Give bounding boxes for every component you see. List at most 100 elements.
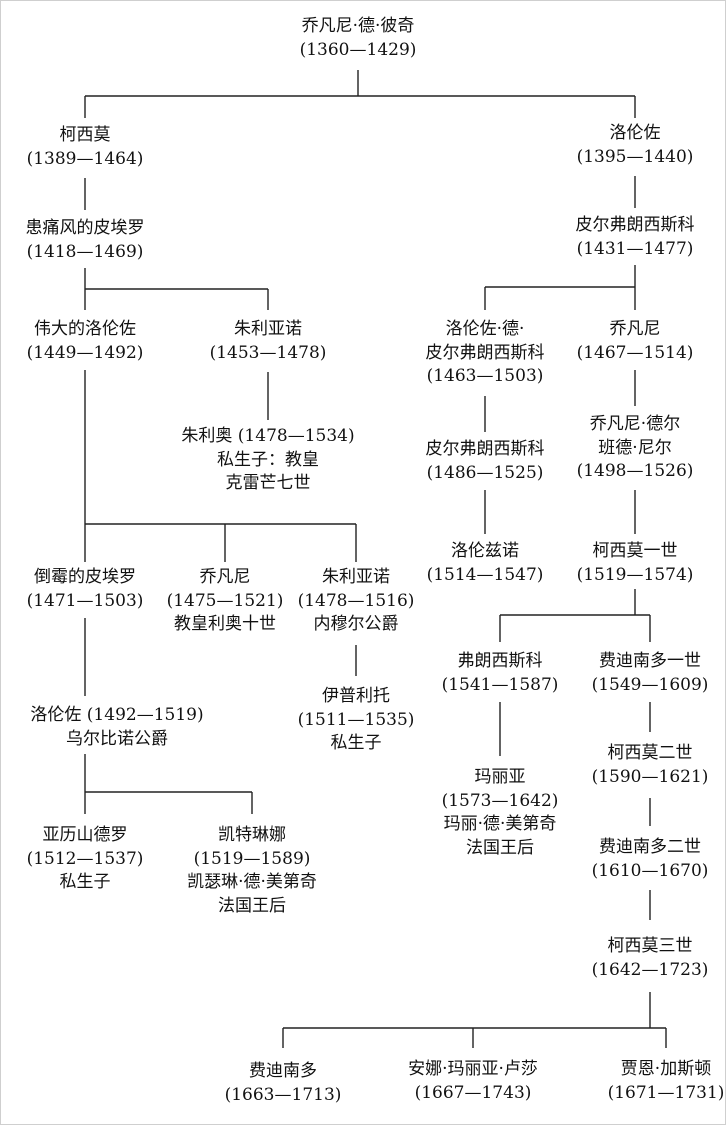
node-francesco: 弗朗西斯科 (1541—1587) (442, 650, 559, 697)
node-name: 安娜·玛丽亚·卢莎 (408, 1059, 538, 1079)
node-lorenzo-urbino: 洛伦佐 (1492—1519) 乌尔比诺公爵 (30, 704, 203, 751)
node-years: (1549—1609) (591, 674, 709, 695)
node-piero-unfortunate: 倒霉的皮埃罗 (1471—1503) (27, 566, 144, 613)
node-note: 克雷芒七世 (225, 473, 311, 493)
node-caterina: 凯特琳娜 (1519—1589) 凯瑟琳·德·美第奇 法国王后 (187, 824, 317, 918)
node-years: (1642—1723) (591, 959, 709, 980)
node-giuliano-1453: 朱利亚诺 (1453—1478) (210, 318, 327, 365)
node-name: 皮尔弗朗西斯科 (425, 342, 545, 363)
node-years: (1471—1503) (26, 590, 144, 611)
node-alessandro: 亚历山德罗 (1512—1537) 私生子 (27, 824, 144, 895)
node-name: 朱利亚诺 (321, 567, 390, 587)
node-years: (1519—1589) (193, 848, 311, 869)
node-cosimo-ii: 柯西莫二世 (1590—1621) (592, 742, 709, 789)
node-lorenzo-magnificent: 伟大的洛伦佐 (1449—1492) (27, 318, 144, 365)
node-name: 朱利奥 (1478—1534) (181, 426, 355, 446)
node-anna-maria-luisa: 安娜·玛丽亚·卢莎 (1667—1743) (408, 1058, 538, 1105)
node-name: 朱利亚诺 (233, 319, 302, 339)
node-years: (1475—1521) (166, 590, 284, 611)
node-years: (1431—1477) (576, 238, 694, 259)
node-name: 班德·尼尔 (598, 437, 672, 458)
node-name: 洛伦佐 (609, 123, 661, 143)
node-note: 乌尔比诺公爵 (65, 728, 168, 749)
node-years: (1519—1574) (576, 564, 694, 585)
node-lorenzino: 洛伦兹诺 (1514—1547) (427, 540, 544, 587)
node-name: 费迪南多一世 (598, 651, 701, 671)
node-note: 私生子 (330, 733, 382, 753)
node-name: 乔凡尼·德尔 (589, 414, 681, 434)
node-name: 费迪南多 (248, 1061, 317, 1081)
node-years: (1486—1525) (426, 462, 544, 483)
node-name: 柯西莫三世 (607, 936, 693, 956)
node-years: (1418—1469) (26, 241, 144, 262)
node-note: 凯瑟琳·德·美第奇 (187, 872, 317, 892)
node-years: (1360—1429) (299, 39, 417, 60)
node-years: (1498—1526) (576, 461, 694, 481)
node-name: 柯西莫二世 (607, 743, 693, 763)
node-years: (1453—1478) (209, 342, 327, 363)
node-note: 教皇利奥十世 (173, 614, 276, 634)
node-name: 弗朗西斯科 (457, 651, 543, 671)
node-name: 贾恩·加斯顿 (620, 1059, 712, 1079)
node-name: 皮尔弗朗西斯科 (425, 439, 545, 459)
node-maria: 玛丽亚 (1573—1642) 玛丽·德·美第奇 法国王后 (442, 766, 559, 860)
node-name: 乔凡尼 (609, 319, 661, 339)
node-years: (1667—1743) (414, 1082, 532, 1103)
node-name: 柯西莫一世 (592, 541, 678, 561)
node-years: (1671—1731) (607, 1082, 725, 1103)
node-cosimo-i: 柯西莫一世 (1519—1574) (577, 540, 694, 587)
node-name: 伟大的洛伦佐 (33, 319, 136, 339)
node-name: 伊普利托 (321, 686, 390, 706)
node-note: 玛丽·德·美第奇 (443, 814, 557, 834)
node-note: 法国王后 (465, 837, 534, 858)
node-name: 皮尔弗朗西斯科 (575, 215, 695, 235)
node-years: (1463—1503) (426, 366, 544, 386)
node-pierfrancesco-1486: 皮尔弗朗西斯科 (1486—1525) (426, 438, 545, 485)
node-note: 内穆尔公爵 (313, 614, 399, 634)
node-name: 凯特琳娜 (218, 825, 286, 845)
node-years: (1389—1464) (26, 148, 144, 169)
node-years: (1512—1537) (26, 848, 144, 869)
node-ferdinando-i: 费迪南多一世 (1549—1609) (592, 650, 709, 697)
node-years: (1590—1621) (591, 766, 709, 787)
node-lorenzo-elder: 洛伦佐 (1395—1440) (577, 122, 694, 169)
node-cosimo: 柯西莫 (1389—1464) (27, 124, 144, 171)
node-giovanni-leo-x: 乔凡尼 (1475—1521) 教皇利奥十世 (167, 566, 284, 637)
node-years: (1478—1516) (297, 590, 415, 611)
node-lorenzo-pierfrancesco: 洛伦佐·德· 皮尔弗朗西斯科 (1463—1503) (426, 318, 545, 389)
node-piero-gouty: 患痛风的皮埃罗 (1418—1469) (26, 217, 145, 264)
node-ippolito: 伊普利托 (1511—1535) 私生子 (298, 685, 415, 756)
node-name: 玛丽亚 (474, 767, 526, 787)
node-giulio: 朱利奥 (1478—1534) 私生子：教皇 克雷芒七世 (181, 425, 354, 496)
node-years: (1449—1492) (26, 342, 144, 363)
node-note: 法国王后 (218, 895, 286, 916)
node-note: 私生子：教皇 (216, 449, 319, 470)
node-name: 洛伦兹诺 (450, 541, 519, 561)
node-name: 倒霉的皮埃罗 (33, 567, 136, 587)
node-name: 洛伦佐 (1492—1519) (30, 705, 204, 725)
node-giovanni-bande-nere: 乔凡尼·德尔 班德·尼尔 (1498—1526) (577, 413, 694, 484)
node-name: 乔凡尼 (199, 567, 251, 587)
node-years: (1511—1535) (297, 709, 415, 730)
node-cosimo-iii: 柯西莫三世 (1642—1723) (592, 935, 709, 982)
node-name: 洛伦佐·德· (445, 319, 525, 339)
node-years: (1541—1587) (441, 674, 559, 695)
node-years: (1663—1713) (224, 1084, 342, 1105)
node-gian-gastone: 贾恩·加斯顿 (1671—1731) (608, 1058, 725, 1105)
node-name: 费迪南多二世 (598, 837, 701, 857)
node-giovanni-1467: 乔凡尼 (1467—1514) (577, 318, 694, 365)
node-name: 乔凡尼·德·彼奇 (301, 16, 415, 36)
node-name: 亚历山德罗 (42, 825, 128, 845)
node-years: (1610—1670) (591, 860, 709, 881)
node-giovanni-de-bicci: 乔凡尼·德·彼奇 (1360—1429) (300, 15, 417, 62)
node-giuliano-nemours: 朱利亚诺 (1478—1516) 内穆尔公爵 (298, 566, 415, 637)
node-name: 患痛风的皮埃罗 (25, 218, 145, 238)
node-years: (1467—1514) (576, 342, 694, 363)
node-years: (1573—1642) (441, 790, 559, 811)
node-ferdinando: 费迪南多 (1663—1713) (225, 1060, 342, 1107)
node-name: 柯西莫 (59, 125, 111, 145)
node-note: 私生子 (59, 872, 111, 892)
node-years: (1395—1440) (576, 146, 694, 167)
node-pierfrancesco: 皮尔弗朗西斯科 (1431—1477) (576, 214, 695, 261)
